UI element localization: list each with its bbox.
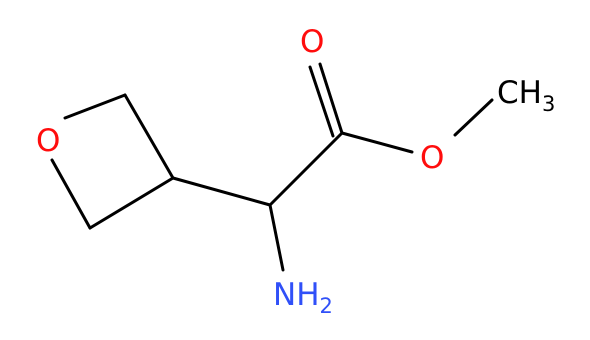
bond-c4-o (50, 158, 92, 230)
ring-oxygen-label: O (36, 123, 60, 159)
bond-c3-c4 (88, 176, 175, 230)
bond-alpha-amine (268, 203, 285, 272)
carbonyl-oxygen-label: O (300, 24, 324, 60)
bond-ring-alpha (171, 176, 272, 207)
methyl-symbol: CH (497, 75, 542, 111)
bond-alpha-carbonyl (268, 131, 344, 207)
bond-carbonyl-ester-o (340, 131, 414, 154)
bond-carbonyl-double-a (318, 62, 344, 135)
bond-c2-c3 (123, 93, 175, 180)
bond-o-c2 (63, 93, 127, 120)
bond-carbonyl-double-b (308, 65, 335, 138)
amine-label: NH2 (273, 277, 333, 318)
bond-ester-o-methyl (453, 98, 494, 137)
amine-symbol: NH (273, 277, 320, 313)
methyl-subscript: 3 (542, 92, 555, 116)
methyl-label: CH3 (497, 75, 555, 116)
ester-oxygen-label: O (420, 140, 444, 176)
amine-subscript: 2 (320, 294, 333, 318)
bonds (50, 62, 494, 272)
